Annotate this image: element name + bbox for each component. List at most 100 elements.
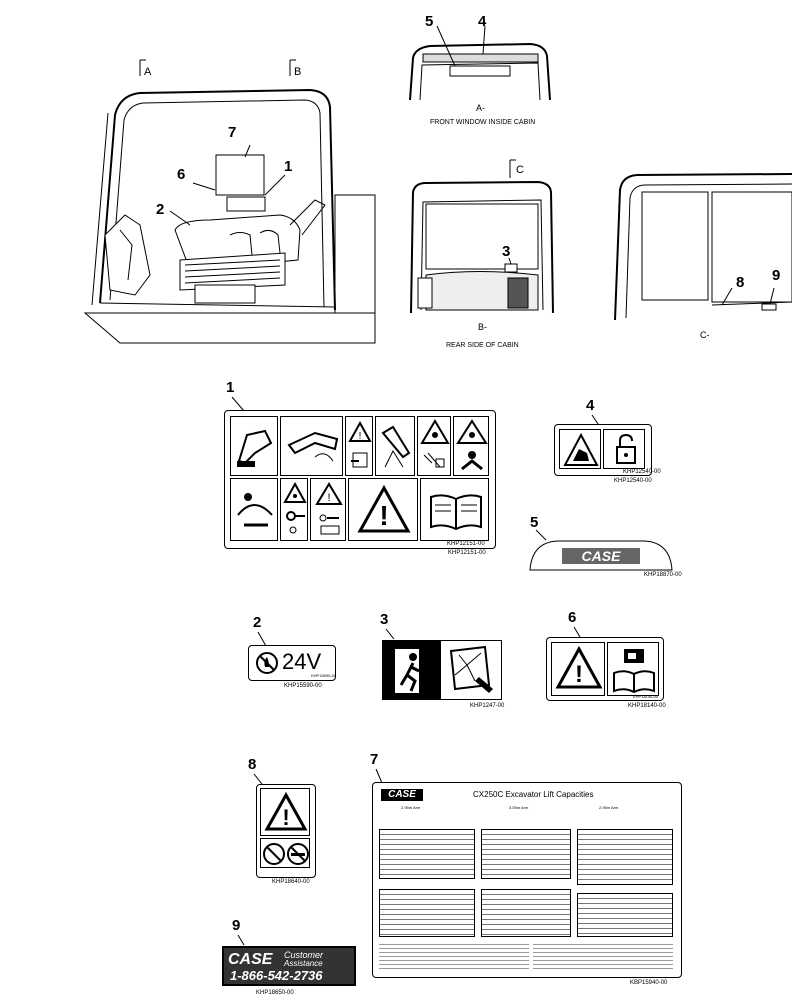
- side-cabin-illustration: [614, 173, 792, 321]
- decal-9-leader: [237, 934, 245, 946]
- decal-3-part-number: KHP1247-00: [470, 703, 505, 709]
- customer-assistance-decal: CASE Customer Assistance 1-866-542-2736: [222, 946, 356, 986]
- callout-8: 8: [736, 274, 745, 291]
- lift-table-6: [577, 893, 673, 937]
- section-marker-a: [139, 59, 146, 76]
- lift-capacity-chart: CASE CX250C Excavator Lift Capacities 2.…: [372, 782, 682, 978]
- front-window-illustration: [409, 25, 551, 101]
- warning-remove-key-icon: !: [310, 478, 346, 541]
- svg-text:!: !: [379, 500, 388, 531]
- lift-table-4: [379, 889, 475, 937]
- view-b-title: B-: [478, 322, 487, 332]
- callout-2: 2: [156, 201, 165, 218]
- decal-5-part-number: KHP18870-00: [644, 572, 682, 578]
- decal-6-leader: [573, 626, 581, 638]
- callout-7: 7: [228, 124, 237, 141]
- section-a-label: A: [144, 66, 152, 78]
- lift-table-1: [379, 829, 475, 879]
- callout-6: 6: [177, 166, 186, 183]
- excavator-bucket-icon: [230, 416, 278, 476]
- decal-7-brand: CASE: [381, 789, 423, 801]
- lock-icon: [603, 429, 645, 469]
- decal-1-part-number: KHP12151-00: [448, 550, 486, 556]
- no-fire-no-smoking-icons: [260, 838, 310, 868]
- decal-5-label: [529, 540, 673, 571]
- decal-4-label: KHP12540-00: [554, 424, 661, 476]
- section-b-label: B: [294, 66, 302, 78]
- decal-9-brand: CASE: [228, 951, 273, 968]
- manual-instruction-icon: [607, 642, 659, 696]
- view-c-title: C-: [700, 330, 710, 340]
- decal-9-phone: 1-866-542-2736: [230, 968, 323, 983]
- lift-table-2: [481, 829, 571, 879]
- section-marker-c: [509, 159, 516, 178]
- decal-9-number: 9: [232, 917, 241, 934]
- decal-9-line2: Assistance: [284, 959, 323, 968]
- decal-7-part-number: KBP15940-00: [630, 980, 668, 986]
- decal-8-label: !: [256, 784, 316, 878]
- decal-7-number: 7: [370, 751, 379, 768]
- svg-text:!: !: [327, 492, 330, 504]
- decal-4-number: 4: [586, 397, 595, 414]
- decal-7-sub-left: 2.95m Arm: [401, 805, 421, 810]
- callout-9: 9: [772, 267, 781, 284]
- decal-7-sub-mid: 3.05m Arm: [509, 805, 529, 810]
- decal-6-part-number: KHP18140-00: [628, 703, 666, 709]
- svg-text:!: !: [282, 805, 289, 830]
- warning-exit-icon: !: [345, 416, 373, 476]
- decal-4-small-code: KHP12540-00: [623, 469, 661, 475]
- decal-7-leader: [375, 768, 383, 784]
- warning-icon: !: [260, 788, 310, 836]
- crush-hazard-icon: [417, 416, 451, 476]
- decal-4-part-number: KHP12540-00: [614, 478, 652, 484]
- svg-text:!: !: [359, 431, 362, 442]
- decal-5-brand: CASE: [581, 548, 621, 564]
- decal-1-small-code: KHP12151-00: [447, 541, 485, 547]
- lift-table-3: [577, 829, 673, 885]
- decal-1-number: 1: [226, 379, 235, 396]
- callout-5: 5: [425, 13, 434, 30]
- callout-3: 3: [502, 243, 511, 260]
- voltage-text: 24V: [282, 649, 322, 674]
- general-warning-icon: !: [551, 642, 605, 696]
- section-c-label: C: [516, 164, 524, 176]
- decal-8-part-number: KHP18640-00: [272, 879, 310, 885]
- no-fire-icon: [256, 652, 278, 674]
- section-marker-b: [289, 59, 296, 76]
- view-a-title: A-: [476, 103, 485, 113]
- decal-9-line1: Customer: [284, 950, 324, 960]
- decal-2-small-code: KHP15590-00: [311, 673, 337, 678]
- emergency-exit-icon: [383, 641, 441, 699]
- operator-hazard-icon: [375, 416, 415, 476]
- decal-6-number: 6: [568, 609, 577, 626]
- cab-illustration: [83, 88, 376, 344]
- view-b-caption: REAR SIDE OF CABIN: [446, 342, 519, 349]
- decal-7-title: CX250C Excavator Lift Capacities: [473, 790, 594, 799]
- read-manual-icon: [420, 478, 489, 541]
- lift-table-5: [481, 889, 571, 937]
- decal-3-number: 3: [380, 611, 389, 628]
- decal-6-label: ! KHP18140-00: [546, 637, 664, 701]
- warning-key-icon: [280, 478, 308, 541]
- rear-cabin-illustration: [410, 180, 554, 314]
- decal-5-number: 5: [530, 514, 539, 531]
- break-window-icon: [443, 643, 499, 697]
- boom-arm-icon: [280, 416, 343, 476]
- view-a-caption: FRONT WINDOW INSIDE CABIN: [430, 119, 536, 126]
- decal-3-leader: [385, 628, 395, 640]
- warning-triangle-icon: !: [348, 478, 418, 541]
- decal-7-sub-right: 2.95m Arm: [599, 805, 619, 810]
- callout-4: 4: [478, 13, 487, 30]
- decal-2-leader: [257, 631, 267, 647]
- decal-3-label: [382, 640, 502, 700]
- callout-1: 1: [284, 158, 293, 175]
- decal-2-number: 2: [253, 614, 262, 631]
- decal-6-small-code: KHP18140-00: [633, 694, 659, 699]
- svg-text:!: !: [575, 661, 583, 688]
- decal-1-label: ! ! ! KHP12151-00: [224, 410, 496, 549]
- decal-2-label: 24V KHP15590-00: [248, 645, 336, 681]
- decal-9-part-number: KHP18650-00: [256, 990, 294, 996]
- decal-2-part-number: KHP15590-00: [284, 683, 322, 689]
- crush-warning-icon: [559, 429, 601, 469]
- decal-1-leader: [231, 396, 245, 412]
